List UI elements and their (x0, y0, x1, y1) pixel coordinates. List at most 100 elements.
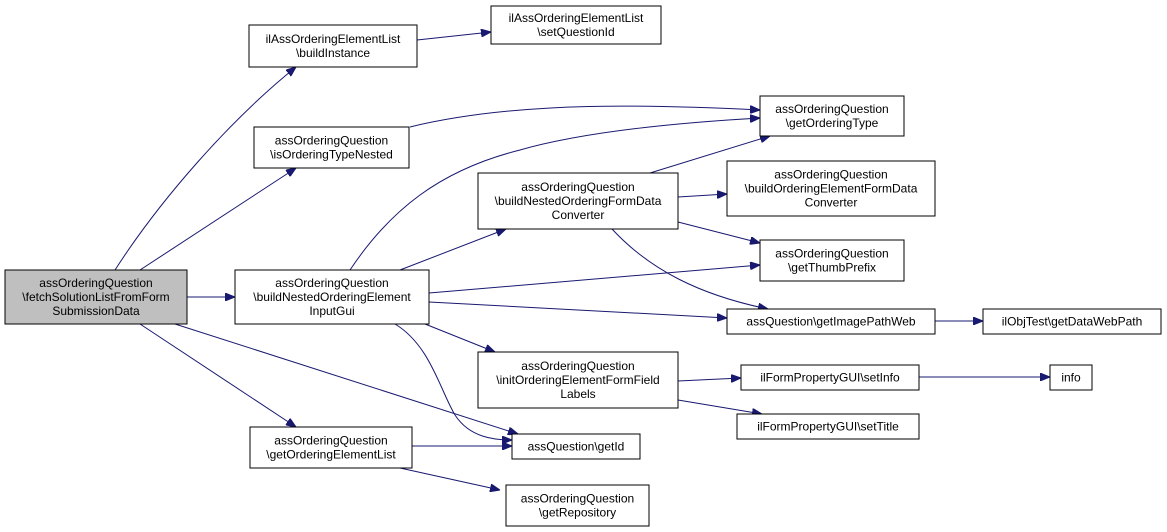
edge-initOrderingElementFormFieldLabels-to-setInfo (677, 378, 741, 381)
node-box (726, 160, 936, 217)
edges-layer (114, 32, 1050, 490)
node-label-line: ilAssOrderingElementList (509, 11, 644, 25)
edge-line (424, 323, 495, 352)
edge-buildNestedOrderingElementInputGui-to-getImagePathWeb (428, 301, 727, 318)
node-label-line: assOrderingQuestion (521, 492, 634, 506)
node-box (477, 172, 679, 230)
edge-line (677, 399, 762, 414)
node-info[interactable]: info (1049, 364, 1093, 391)
edge-line (349, 118, 760, 271)
edge-line (677, 194, 727, 197)
edge-buildNestedOrderingElementInputGui-to-getOrderingType (349, 118, 760, 271)
node-label-line: assOrderingQuestion (275, 134, 388, 148)
node-box (490, 5, 662, 45)
edge-root-to-isOrderingTypeNested (139, 168, 296, 271)
edge-line (394, 323, 512, 440)
node-label-line: Converter (552, 208, 605, 222)
edge-buildNestedOrderingElementInputGui-to-getThumbPrefix (428, 265, 760, 294)
node-label-line: assOrderingQuestion (521, 180, 634, 194)
edge-buildNestedOrderingFormDataConverter-to-buildOrderingElementFormDataConverter (677, 194, 727, 197)
node-label-line: assOrderingQuestion (775, 102, 888, 116)
node-box (477, 351, 679, 409)
node-box (759, 95, 905, 137)
edge-buildNestedOrderingElementInputGui-to-initOrderingElementFormFieldLabels (424, 323, 495, 352)
node-buildOrderingElementFormDataConverter[interactable]: assOrderingQuestion\buildOrderingElement… (726, 160, 936, 217)
node-getId[interactable]: assQuestion\getId (511, 433, 641, 460)
edge-line (114, 67, 296, 271)
node-root[interactable]: assOrderingQuestion\fetchSolutionListFro… (4, 269, 188, 325)
node-box (249, 426, 413, 469)
node-box (982, 308, 1162, 335)
node-label-line: Converter (805, 196, 858, 210)
edge-line (611, 228, 768, 309)
node-label-line: Labels (560, 387, 595, 401)
node-label-line: \isOrderingTypeNested (270, 148, 393, 162)
node-label-line: ilAssOrderingElementList (266, 32, 401, 46)
edge-root-to-getOrderingElementList (139, 323, 296, 427)
edge-line (139, 168, 296, 271)
node-label-line: \getOrderingType (786, 116, 879, 130)
node-box (759, 239, 905, 282)
node-label-line: \buildInstance (296, 46, 370, 60)
edge-line (677, 221, 760, 243)
node-label-line: assOrderingQuestion (39, 276, 152, 290)
edge-root-to-getId (174, 323, 518, 434)
node-label-line: assQuestion\getImagePathWeb (746, 315, 916, 329)
node-setTitle[interactable]: ilFormPropertyGUI\setTitle (736, 413, 920, 440)
node-label-line: \buildNestedOrderingFormData (495, 194, 662, 208)
edge-line (399, 229, 506, 271)
node-label-line: \getOrderingElementList (266, 448, 396, 462)
edge-initOrderingElementFormFieldLabels-to-setTitle (677, 399, 762, 414)
edge-buildNestedOrderingFormDataConverter-to-getImagePathWeb (611, 228, 768, 309)
node-getDataWebPath[interactable]: ilObjTest\getDataWebPath (982, 308, 1162, 335)
node-box (1049, 364, 1093, 391)
edge-line (174, 323, 518, 434)
node-label-line: assOrderingQuestion (521, 359, 634, 373)
node-box (726, 308, 936, 335)
node-label-line: \getThumbPrefix (788, 261, 876, 275)
edge-root-to-buildInstance (114, 67, 296, 271)
edge-line (428, 265, 760, 294)
edge-line (409, 106, 760, 128)
node-buildInstance[interactable]: ilAssOrderingElementList\buildInstance (248, 24, 418, 68)
node-getRepository[interactable]: assOrderingQuestion\getRepository (505, 484, 650, 527)
node-label-line: \initOrderingElementFormField (496, 373, 659, 387)
edge-buildNestedOrderingFormDataConverter-to-getOrderingType (649, 136, 770, 174)
node-label-line: ilFormPropertyGUI\setTitle (757, 420, 899, 434)
edge-line (416, 32, 491, 41)
node-getOrderingElementList[interactable]: assOrderingQuestion\getOrderingElementLi… (249, 426, 413, 469)
node-box (736, 413, 920, 440)
nodes-layer: assOrderingQuestion\fetchSolutionListFro… (4, 5, 1162, 527)
node-initOrderingElementFormFieldLabels[interactable]: assOrderingQuestion\initOrderingElementF… (477, 351, 679, 409)
node-box (248, 24, 418, 68)
edge-line (677, 378, 741, 381)
node-label-line: \buildNestedOrderingElement (253, 290, 411, 304)
edge-line (428, 301, 727, 318)
node-label-line: \setQuestionId (537, 25, 614, 39)
edge-isOrderingTypeNested-to-getOrderingType (409, 106, 760, 128)
node-buildNestedOrderingElementInputGui[interactable]: assOrderingQuestion\buildNestedOrderingE… (234, 269, 430, 325)
node-buildNestedOrderingFormDataConverter[interactable]: assOrderingQuestion\buildNestedOrderingF… (477, 172, 679, 230)
node-getImagePathWeb[interactable]: assQuestion\getImagePathWeb (726, 308, 936, 335)
node-label-line: assOrderingQuestion (274, 434, 387, 448)
node-label-line: SubmissionData (52, 304, 140, 318)
node-isOrderingTypeNested[interactable]: assOrderingQuestion\isOrderingTypeNested (253, 126, 410, 169)
edge-buildNestedOrderingFormDataConverter-to-getThumbPrefix (677, 221, 760, 243)
node-setInfo[interactable]: ilFormPropertyGUI\setInfo (740, 364, 920, 391)
edge-getOrderingElementList-to-getRepository (399, 467, 500, 490)
node-box (253, 126, 410, 169)
node-label-line: \getRepository (539, 506, 616, 520)
node-setQuestionId[interactable]: ilAssOrderingElementList\setQuestionId (490, 5, 662, 45)
node-getOrderingType[interactable]: assOrderingQuestion\getOrderingType (759, 95, 905, 137)
edge-line (399, 467, 500, 490)
edge-line (649, 136, 770, 174)
node-label-line: assOrderingQuestion (275, 276, 388, 290)
node-box (505, 484, 650, 527)
edge-buildInstance-to-setQuestionId (416, 32, 491, 41)
edge-line (139, 323, 296, 427)
node-box (740, 364, 920, 391)
node-getThumbPrefix[interactable]: assOrderingQuestion\getThumbPrefix (759, 239, 905, 282)
node-label-line: ilObjTest\getDataWebPath (1002, 315, 1143, 329)
node-label-line: info (1061, 371, 1081, 385)
node-label-line: ilFormPropertyGUI\setInfo (760, 371, 900, 385)
